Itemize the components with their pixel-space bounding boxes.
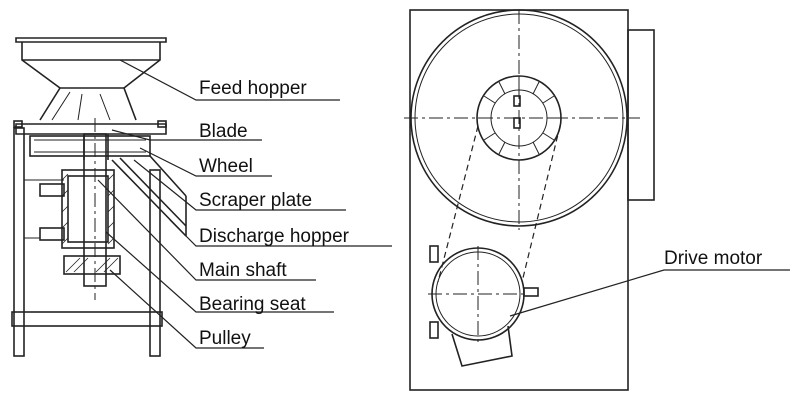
discharge-hopper xyxy=(111,155,187,237)
label-drive-motor: Drive motor xyxy=(664,248,763,269)
label-scraper-plate: Scraper plate xyxy=(199,190,312,211)
label-pulley: Pulley xyxy=(199,328,251,349)
label-main-shaft: Main shaft xyxy=(199,260,287,281)
label-feed-hopper: Feed hopper xyxy=(199,78,307,99)
wheel-top-view xyxy=(404,9,640,230)
label-discharge-hopper: Discharge hopper xyxy=(199,226,350,247)
frame xyxy=(11,127,163,357)
wheel-chamber xyxy=(29,134,151,160)
top-cover-plate xyxy=(13,120,167,135)
label-wheel: Wheel xyxy=(199,156,253,177)
left-leader-lines xyxy=(97,59,392,349)
side-section-view: Feed hopper Blade Wheel Scraper plate Di… xyxy=(11,37,392,357)
label-blade: Blade xyxy=(199,121,248,142)
feed-hopper xyxy=(15,37,167,121)
pulley xyxy=(63,255,121,275)
plan-view: Drive motor xyxy=(404,9,790,391)
blade-ring xyxy=(476,75,562,161)
drive-belt xyxy=(437,125,561,283)
drive-motor-leader xyxy=(509,269,790,317)
side-bracket xyxy=(627,29,655,201)
main-shaft xyxy=(83,118,107,300)
label-bearing-seat: Bearing seat xyxy=(199,294,306,315)
drive-motor-shape xyxy=(428,245,539,367)
